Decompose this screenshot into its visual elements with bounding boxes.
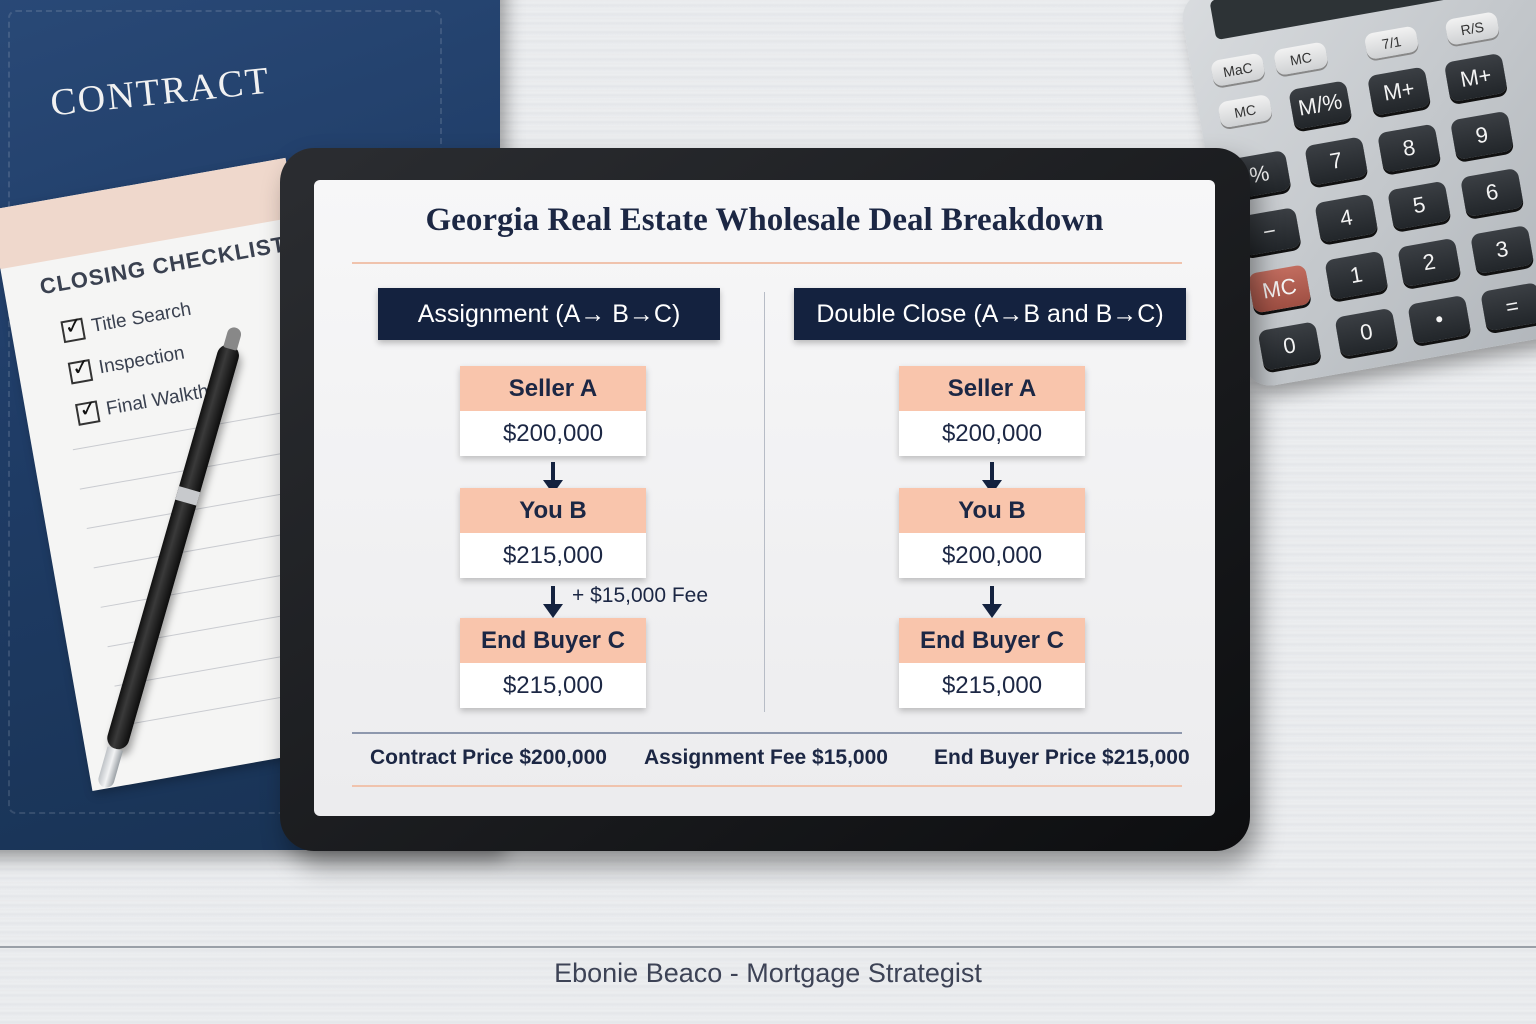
calculator-key: 7 <box>1304 136 1369 186</box>
node-role: End Buyer C <box>460 618 646 663</box>
node-role: Seller A <box>899 366 1085 411</box>
checklist-item: Title Search <box>60 298 193 344</box>
summary-rule-top <box>352 732 1182 734</box>
double-close-node-you-b: You B $200,000 <box>899 488 1085 578</box>
summary-assignment-fee: Assignment Fee $15,000 <box>644 746 888 769</box>
arrow-down-icon <box>982 586 1002 620</box>
assignment-header: Assignment (A→ B→C) <box>378 288 720 340</box>
calculator-key: 1 <box>1324 250 1389 301</box>
double-close-node-end-buyer-c: End Buyer C $215,000 <box>899 618 1085 708</box>
footer-divider <box>0 946 1536 948</box>
checklist-item-label: Inspection <box>97 342 187 379</box>
calculator-key: 4 <box>1314 193 1379 243</box>
tablet-screen: Georgia Real Estate Wholesale Deal Break… <box>314 180 1215 816</box>
calculator-key: MC <box>1273 41 1329 76</box>
arrow-down-icon <box>543 586 563 620</box>
calculator-key: 9 <box>1449 110 1515 161</box>
tablet: Georgia Real Estate Wholesale Deal Break… <box>280 148 1250 851</box>
calculator-key: 5 <box>1387 180 1452 231</box>
assignment-node-seller-a: Seller A $200,000 <box>460 366 646 456</box>
checkbox-checked-icon <box>75 400 101 426</box>
calculator-key: M+ <box>1366 66 1432 116</box>
checklist-item: Final Walkthr <box>75 380 217 426</box>
calculator-key: 6 <box>1460 167 1525 218</box>
calculator-key: 0 <box>1334 307 1399 358</box>
node-role: You B <box>460 488 646 533</box>
node-role: You B <box>899 488 1085 533</box>
checklist-item: Inspection <box>67 342 187 385</box>
calculator-key: M+ <box>1443 52 1508 103</box>
checkbox-checked-icon <box>60 317 86 344</box>
calculator-key: 8 <box>1377 123 1442 173</box>
node-amount: $200,000 <box>941 420 1043 447</box>
assignment-node-you-b: You B $215,000 <box>460 488 646 578</box>
pen-ring <box>175 486 201 506</box>
summary-contract-price: Contract Price $200,000 <box>370 746 607 769</box>
assignment-node-end-buyer-c: End Buyer C $215,000 <box>460 618 646 708</box>
calculator-key: R/S <box>1444 11 1501 46</box>
node-amount: $200,000 <box>941 542 1043 569</box>
fee-note: + $15,000 Fee <box>572 584 709 607</box>
calculator-key: 7/1 <box>1363 25 1420 61</box>
double-close-node-seller-a: Seller A $200,000 <box>899 366 1085 456</box>
calculator-key: 2 <box>1397 237 1462 288</box>
footer-credit: Ebonie Beaco - Mortgage Strategist <box>554 958 982 988</box>
diagram-title: Georgia Real Estate Wholesale Deal Break… <box>425 202 1104 238</box>
calculator-key: MC <box>1247 264 1312 314</box>
title-rule <box>352 262 1182 264</box>
checkbox-checked-icon <box>67 359 94 385</box>
node-role: Seller A <box>460 366 646 411</box>
checklist-item-label: Title Search <box>89 298 193 337</box>
calculator-key: 0 <box>1257 321 1322 371</box>
calculator-key: • <box>1407 294 1472 345</box>
calculator-key: M/% <box>1288 80 1353 130</box>
node-role: End Buyer C <box>899 618 1085 663</box>
column-divider <box>764 292 765 712</box>
calculator-key: = <box>1480 282 1536 332</box>
node-amount: $200,000 <box>502 420 604 447</box>
node-amount: $215,000 <box>502 542 604 569</box>
calculator-key: MaC <box>1210 52 1266 88</box>
node-amount: $215,000 <box>941 672 1043 699</box>
summary-rule-bottom <box>352 785 1182 787</box>
calculator-key: 3 <box>1470 224 1535 275</box>
node-amount: $215,000 <box>502 672 604 699</box>
double-close-header: Double Close (A→B and B→C) <box>794 288 1186 340</box>
summary-end-buyer-price: End Buyer Price $215,000 <box>934 746 1190 769</box>
calculator-key: MC <box>1217 93 1274 129</box>
